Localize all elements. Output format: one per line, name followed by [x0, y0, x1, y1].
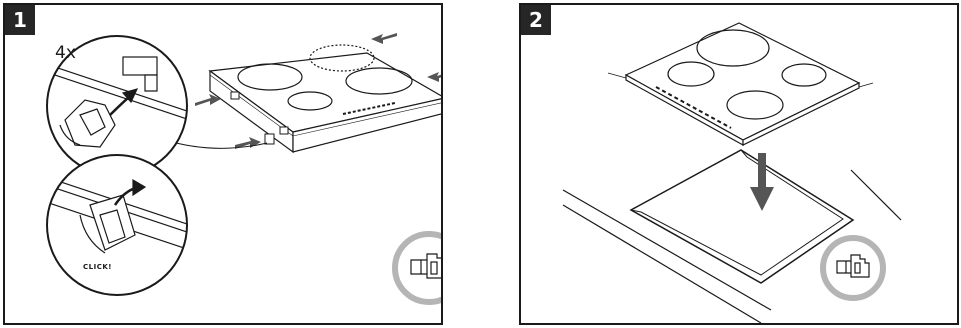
- countertop: [562, 169, 902, 323]
- clip-markers: [230, 91, 289, 145]
- step-number-badge: 1: [5, 5, 35, 35]
- step-2-panel: 2: [519, 3, 959, 325]
- protective-glove-icon: [820, 235, 886, 301]
- cutout: [629, 149, 855, 284]
- step-2-illustration: [562, 22, 902, 323]
- insert-down-arrow: [750, 153, 774, 211]
- protective-glove-icon: [392, 231, 441, 305]
- click-label: CLICK!: [83, 263, 112, 271]
- cooktop: [208, 44, 441, 154]
- step-1-panel: 1: [3, 3, 443, 325]
- magnifier-bottom: [46, 154, 188, 296]
- cooktop: [607, 22, 874, 147]
- step-number-badge: 2: [521, 5, 551, 35]
- insert-arrows: [195, 33, 441, 149]
- step-1-illustration: [46, 33, 441, 305]
- quantity-label: 4x: [55, 43, 76, 63]
- magnifier-top: [46, 35, 188, 177]
